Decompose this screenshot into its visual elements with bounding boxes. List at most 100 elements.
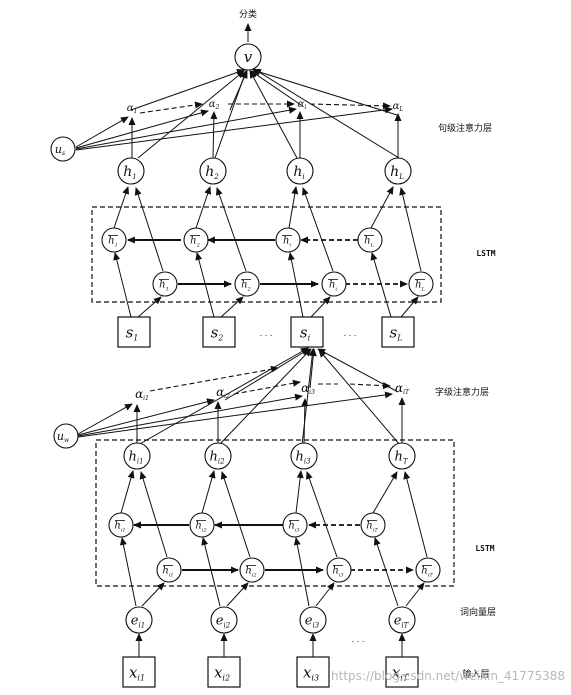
sentence-hidden-1: h1 [117, 157, 145, 185]
word-input-1: xi1 [122, 656, 156, 688]
document-vector-node [234, 43, 262, 71]
word-attention-layer-label: 字级注意力层 [435, 386, 489, 398]
sentence-backward-4: hL [357, 227, 383, 253]
word-forward-4-label: hiT [421, 566, 433, 579]
sentence-input-3-label: si [300, 323, 311, 342]
word-hidden-3-label: hi3 [295, 450, 311, 466]
sentence-hidden-to-alpha [128, 111, 402, 159]
word-input-3-label: xi3 [303, 663, 319, 682]
document-vector-label: v [244, 48, 253, 66]
word-ellipsis: . . . [352, 635, 365, 644]
sentence-context-vector-node [50, 136, 76, 162]
sentence-forward-2-label: h2 [241, 280, 251, 293]
word-alpha-3-label: αi3 [301, 381, 315, 396]
word-embedding-3: ei3 [299, 606, 327, 634]
sentence-forward-2: h2 [234, 271, 260, 297]
word-hidden-2-label: hi2 [209, 450, 225, 466]
sentence-input-2: s2 [202, 316, 236, 348]
word-forward-1-label: hi1 [162, 566, 173, 579]
sentence-forward-1-label: h1 [159, 280, 169, 293]
word-embedding-2: ei2 [210, 606, 238, 634]
word-backward-3-label: hi3 [288, 521, 299, 534]
word-embedding-4: eiT [388, 606, 416, 634]
word-lstm-label: LSTM [475, 544, 494, 553]
sentence-hidden-4: hL [384, 157, 412, 185]
sentence-backward-2: h2 [183, 227, 209, 253]
word-backward-2: hi2 [189, 512, 215, 538]
word-forward-2: hi2 [239, 557, 265, 583]
sentence-context-vector-label: us [55, 143, 65, 157]
word-hidden-3: hi3 [290, 442, 318, 470]
word-backward-2-label: hi2 [195, 521, 206, 534]
sentence-backward-4-label: hL [364, 236, 374, 249]
word-forward-3: hi3 [326, 557, 352, 583]
word-input-2: xi2 [207, 656, 241, 688]
word-backward-1-label: hi1 [114, 521, 125, 534]
sentence-hidden-2-label: h2 [205, 164, 219, 181]
word-alpha-4-label: αiT [395, 381, 410, 396]
embedding-layer-label: 词向量层 [460, 606, 496, 618]
sentence-backward-1-label: h1 [108, 236, 118, 249]
sentence-lstm-label: LSTM [476, 249, 495, 258]
sentence-hidden-1-label: h1 [123, 164, 137, 181]
word-context-vector-node [53, 423, 79, 449]
word-alpha-2-label: αi2 [216, 385, 230, 400]
word-lstm-box [95, 439, 455, 587]
sentence-backward-3: hi [275, 227, 301, 253]
word-hidden-1-label: hi1 [128, 450, 143, 466]
sentence-forward-3: hi [321, 271, 347, 297]
word-hidden-1: hi1 [123, 442, 151, 470]
sentence-ellipsis-right: . . . [344, 329, 357, 338]
sentence-alpha-3-label: αi [298, 99, 307, 111]
sentence-input-4: sL [381, 316, 415, 348]
sentence-alpha-chain [139, 100, 391, 114]
sentence-forward-3-label: hi [329, 280, 337, 293]
word-forward-1: hi1 [156, 557, 182, 583]
word-embedding-1: ei1 [125, 606, 153, 634]
sentence-hidden-2: h2 [199, 157, 227, 185]
word-hidden-to-alpha [133, 397, 406, 444]
sentence-lstm-box [91, 206, 442, 303]
sentence-backward-3-label: hi [283, 236, 291, 249]
word-hidden-4: hT [388, 442, 416, 470]
sentence-input-1: s1 [117, 316, 151, 348]
word-embedding-4-label: eiT [394, 614, 410, 630]
word-lstm-arrows [119, 470, 428, 607]
input-to-embedding-arrows [135, 633, 406, 657]
sentence-attention-layer-label: 句级注意力层 [438, 122, 492, 134]
sentence-input-3: si [290, 316, 324, 348]
word-input-4: xiT [385, 656, 419, 688]
word-input-1-label: xi1 [129, 663, 145, 682]
word-context-arrows [77, 391, 393, 438]
sentence-hidden-3-label: hi [293, 164, 304, 181]
word-forward-3-label: hi3 [332, 566, 343, 579]
sentence-to-document-arrows [130, 68, 400, 159]
sentence-hidden-4-label: hL [390, 164, 404, 181]
word-forward-2-label: hi2 [245, 566, 256, 579]
sentence-backward-2-label: h2 [190, 236, 200, 249]
word-forward-4: hiT [415, 557, 441, 583]
sentence-context-arrows [75, 106, 393, 151]
word-input-3: xi3 [296, 656, 330, 688]
word-backward-3: hi3 [282, 512, 308, 538]
word-to-sentence-arrows [137, 347, 401, 446]
word-alpha-1-label: αi1 [135, 387, 149, 402]
sentence-lstm-arrows [113, 186, 422, 318]
sentence-input-4-label: sL [389, 323, 402, 342]
word-alpha-chain [149, 365, 391, 395]
word-embedding-2-label: ei2 [216, 614, 231, 630]
sentence-ellipsis-left: . . . [260, 329, 273, 338]
sentence-backward-1: h1 [101, 227, 127, 253]
word-backward-4-label: hiT [366, 521, 378, 534]
word-context-vector-label: uw [57, 430, 70, 444]
output-label: 分类 [239, 8, 257, 20]
sentence-input-1-label: s1 [126, 323, 139, 342]
sentence-forward-1: h1 [152, 271, 178, 297]
sentence-hidden-3: hi [286, 157, 314, 185]
sentence-alpha-2-label: α2 [209, 99, 220, 111]
word-input-4-label: xiT [392, 663, 409, 682]
word-input-2-label: xi2 [214, 663, 230, 682]
word-backward-1: hi1 [108, 512, 134, 538]
word-embedding-1-label: ei1 [131, 614, 145, 630]
